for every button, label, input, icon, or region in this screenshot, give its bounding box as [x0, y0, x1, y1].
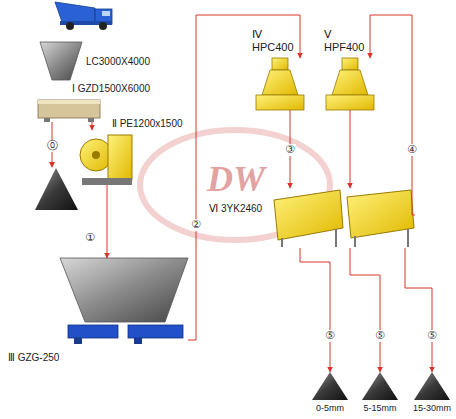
- callout-number: ⑤: [324, 330, 336, 342]
- equipment-label: 5-15mm: [363, 403, 396, 413]
- product-pile: 15-30mm: [414, 372, 450, 400]
- flow-line: [107, 185, 108, 258]
- callout-number: ③: [284, 144, 296, 156]
- hopper: LC3000X4000: [40, 40, 82, 80]
- cone-crusher: Ⅴ HPF400: [322, 58, 377, 110]
- product-pile: 0-5mm: [312, 372, 348, 400]
- jaw-crusher: Ⅱ PE1200x1500: [82, 130, 132, 185]
- bin-feeder: Ⅲ GZG-250: [60, 258, 188, 348]
- callout-number: ⓪: [46, 140, 59, 152]
- stock-pile: [362, 372, 398, 400]
- flow-line: [405, 248, 432, 372]
- equipment-label: Ⅴ HPF400: [324, 28, 364, 54]
- callout-number: ④: [406, 144, 418, 156]
- callout-number: ②: [190, 219, 202, 231]
- stock-pile: [35, 168, 78, 210]
- flow-line: [300, 248, 330, 372]
- hopper: [40, 42, 82, 80]
- watermark: DW: [207, 160, 265, 198]
- product-pile: 5-15mm: [362, 372, 398, 400]
- equipment-label: Ⅱ PE1200x1500: [112, 118, 183, 130]
- vibrating-feeder: [38, 100, 100, 122]
- callout-number: ⑤: [426, 330, 438, 342]
- electro-feeders: [68, 325, 183, 344]
- callout-number: ⑤: [374, 330, 386, 342]
- jaw-crusher: [80, 135, 132, 185]
- feeder: Ⅰ GZD1500X6000: [38, 97, 100, 122]
- vibrating-screen: Ⅵ 3YK2460: [272, 188, 415, 248]
- dump-truck: [55, 2, 112, 30]
- flow-line: [92, 122, 93, 130]
- flow-line: [370, 15, 415, 215]
- equipment-label: Ⅳ HPC400: [252, 28, 294, 54]
- equipment-label: 0-5mm: [316, 403, 344, 413]
- equipment-label: LC3000X4000: [86, 56, 150, 68]
- equipment-label: Ⅰ GZD1500X6000: [72, 83, 150, 95]
- equipment-label: Ⅵ 3YK2460: [209, 203, 262, 215]
- equipment-label: 15-30mm: [413, 403, 451, 413]
- cone-crusher: Ⅳ HPC400: [250, 58, 305, 110]
- stock-pile: [312, 372, 348, 400]
- stock-pile: [414, 372, 450, 400]
- flow-line: [350, 248, 380, 372]
- cone-crusher: [326, 58, 374, 110]
- surge-bin: [60, 258, 188, 322]
- flow-line: [188, 15, 300, 340]
- cone-crusher: [256, 58, 304, 110]
- flow-line: [350, 110, 351, 188]
- equipment-label: Ⅲ GZG-250: [8, 352, 59, 364]
- arrow-head: [49, 162, 55, 168]
- callout-number: ①: [84, 232, 96, 244]
- vibrating-screen: [274, 190, 414, 247]
